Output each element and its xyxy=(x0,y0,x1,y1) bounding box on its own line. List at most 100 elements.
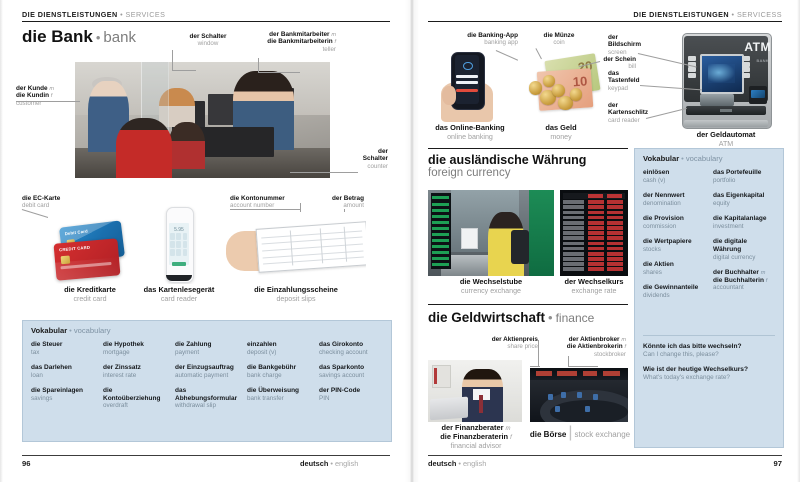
caption-geldautomat-de: der Geldautomat xyxy=(696,130,756,139)
leader-line-aktienbroker-h xyxy=(568,366,598,367)
right-page: DIE DIENSTLEISTUNGEN • SERVICESS die Ban… xyxy=(418,0,800,482)
label-betrag: der Betrag amount xyxy=(300,195,364,209)
callout-schalter-window: der Schalter window xyxy=(172,33,244,47)
vocab-term-de: der PIN-Code xyxy=(319,387,361,395)
vocab-term-de: die Provision xyxy=(643,215,684,223)
atm-screen-graphic xyxy=(700,54,744,94)
label-banking-app-en: banking app xyxy=(484,39,518,47)
caption-boerse: die Börse|stock exchange xyxy=(528,424,632,443)
stock-exchange-photo xyxy=(530,368,628,422)
left-vocab-heading-sep: • xyxy=(69,326,72,335)
finance-section-title: die Geldwirtschaft•finance xyxy=(428,309,594,327)
left-vocab-heading-de: Vokabular xyxy=(31,326,68,335)
leader-line-aktienbroker-v xyxy=(568,356,569,366)
vocab-term-en: tax xyxy=(31,348,40,356)
vocab-term-en: automatic payment xyxy=(175,371,229,379)
label-bildschirm-de2: Bildschirm xyxy=(608,41,642,49)
leader-line-banking-app xyxy=(495,50,519,61)
callout-schalter-de: der Schalter xyxy=(189,33,227,40)
left-footer: deutsch•english xyxy=(300,459,358,468)
caption-finanzberater-en: financial advisor xyxy=(450,442,502,451)
vocab-term-en: interest rate xyxy=(103,371,137,379)
label-aktienbroker: der Aktienbroker m die Aktienbrokerin f … xyxy=(538,336,626,358)
right-vocab-divider xyxy=(643,335,775,336)
caption-wechselstube-de: die Wechselstube xyxy=(459,277,523,286)
left-page: DIE DIENSTLEISTUNGEN • SERVICES die Bank… xyxy=(0,0,411,482)
label-tastenfeld-de2: Tastenfeld xyxy=(608,77,640,85)
label-banking-app-de: die Banking-App xyxy=(467,32,518,39)
label-aktienpreis: der Aktienpreis share price xyxy=(472,336,538,350)
credit-cards-photo: Debit Card CREDIT CARD xyxy=(48,212,132,284)
right-footer-rule xyxy=(428,455,782,457)
vocab-term-de: die Gewinnanteile xyxy=(643,284,699,292)
credit-card-graphic: CREDIT CARD xyxy=(53,238,121,281)
left-header-rule xyxy=(22,21,390,23)
vocab-term-en: bank transfer xyxy=(247,394,284,402)
vocab-term-de: das Darlehen xyxy=(31,364,72,372)
caption-einzahlungsscheine-de: die Einzahlungsscheine xyxy=(254,285,338,294)
vocab-term-de: das Portefeuille xyxy=(713,169,762,176)
vocab-term-en: portfolio xyxy=(713,176,736,184)
deposit-slip-graphic xyxy=(255,221,366,273)
leader-line-teller-v xyxy=(258,58,259,72)
caption-geld: das Geld money xyxy=(530,123,592,141)
vocab-term-en: equity xyxy=(713,199,730,207)
label-aktienbroker-de-f: die Aktienbrokerin f xyxy=(566,343,626,351)
caption-geld-en: money xyxy=(550,132,572,141)
vocab-term-de: die Zahlung xyxy=(175,341,212,348)
callout-kunde-de-m: der Kunde m xyxy=(16,85,55,92)
exchange-board-small xyxy=(430,193,451,270)
label-betrag-de: der Betrag xyxy=(332,195,364,202)
label-ec-karte-de: die EC-Karte xyxy=(22,195,61,202)
label-kartenschlitz-de2: Kartenschlitz xyxy=(608,109,649,117)
callout-kunde-customer: der Kunde m die Kundin f customer xyxy=(16,85,78,107)
caption-boerse-de: die Börse xyxy=(529,430,567,439)
vocab-term-de: einzahlen xyxy=(247,341,277,348)
caption-kartenlesegeraet: das Kartenlesegerät card reader xyxy=(126,285,232,303)
vocab-term-en: mortgage xyxy=(103,348,130,356)
caption-online-banking: das Online-Banking online banking xyxy=(424,123,516,141)
finance-title-en: finance xyxy=(555,311,595,325)
vocab-term-en: investment xyxy=(713,222,744,230)
vocab-term-de: die Wertpapiere xyxy=(643,238,692,246)
leader-line-teller-h xyxy=(258,72,300,73)
label-kartenschlitz: der Kartenschlitz card reader xyxy=(608,102,668,124)
caption-online-banking-de: das Online-Banking xyxy=(435,123,505,132)
vocab-term-de: der Nennwert xyxy=(643,192,685,200)
label-kontonummer: die Kontonummer account number xyxy=(230,195,310,209)
label-aktienbroker-en: stockbroker xyxy=(594,350,626,358)
atm-sub-text: BANK xyxy=(756,58,769,63)
left-vocab-heading-en: vocabulary xyxy=(73,326,111,335)
coin-graphic xyxy=(543,75,555,87)
right-vocab-heading: Vokabular•vocabulary xyxy=(643,154,723,163)
finance-section-rule xyxy=(428,304,628,306)
vocab-term-de: der Einzugsauftrag xyxy=(175,364,234,372)
left-running-head: DIE DIENSTLEISTUNGEN • SERVICES xyxy=(22,10,165,19)
vocab-term-de: die Spareinlagen xyxy=(31,387,84,395)
coin-graphic xyxy=(528,81,543,95)
left-runhead-en: SERVICES xyxy=(125,10,166,19)
caption-boerse-en: stock exchange xyxy=(574,430,631,439)
leader-line-counter-h xyxy=(290,172,358,173)
left-page-edge xyxy=(0,0,3,482)
caption-kreditkarte-en: credit card xyxy=(73,294,107,303)
label-aktienbroker-de-m: der Aktienbroker m xyxy=(568,336,626,343)
phrase-en: What's today's exchange rate? xyxy=(643,373,730,381)
left-page-title: die Bank•bank xyxy=(22,27,136,47)
label-ec-karte-en: debit card xyxy=(22,202,50,210)
left-runhead-sep: • xyxy=(120,10,124,19)
vocab-term-de: die Steuer xyxy=(31,341,63,348)
right-page-edge xyxy=(797,0,800,482)
caption-kreditkarte: die Kreditkarte credit card xyxy=(38,285,142,303)
right-footer: deutsch•english xyxy=(428,459,486,468)
